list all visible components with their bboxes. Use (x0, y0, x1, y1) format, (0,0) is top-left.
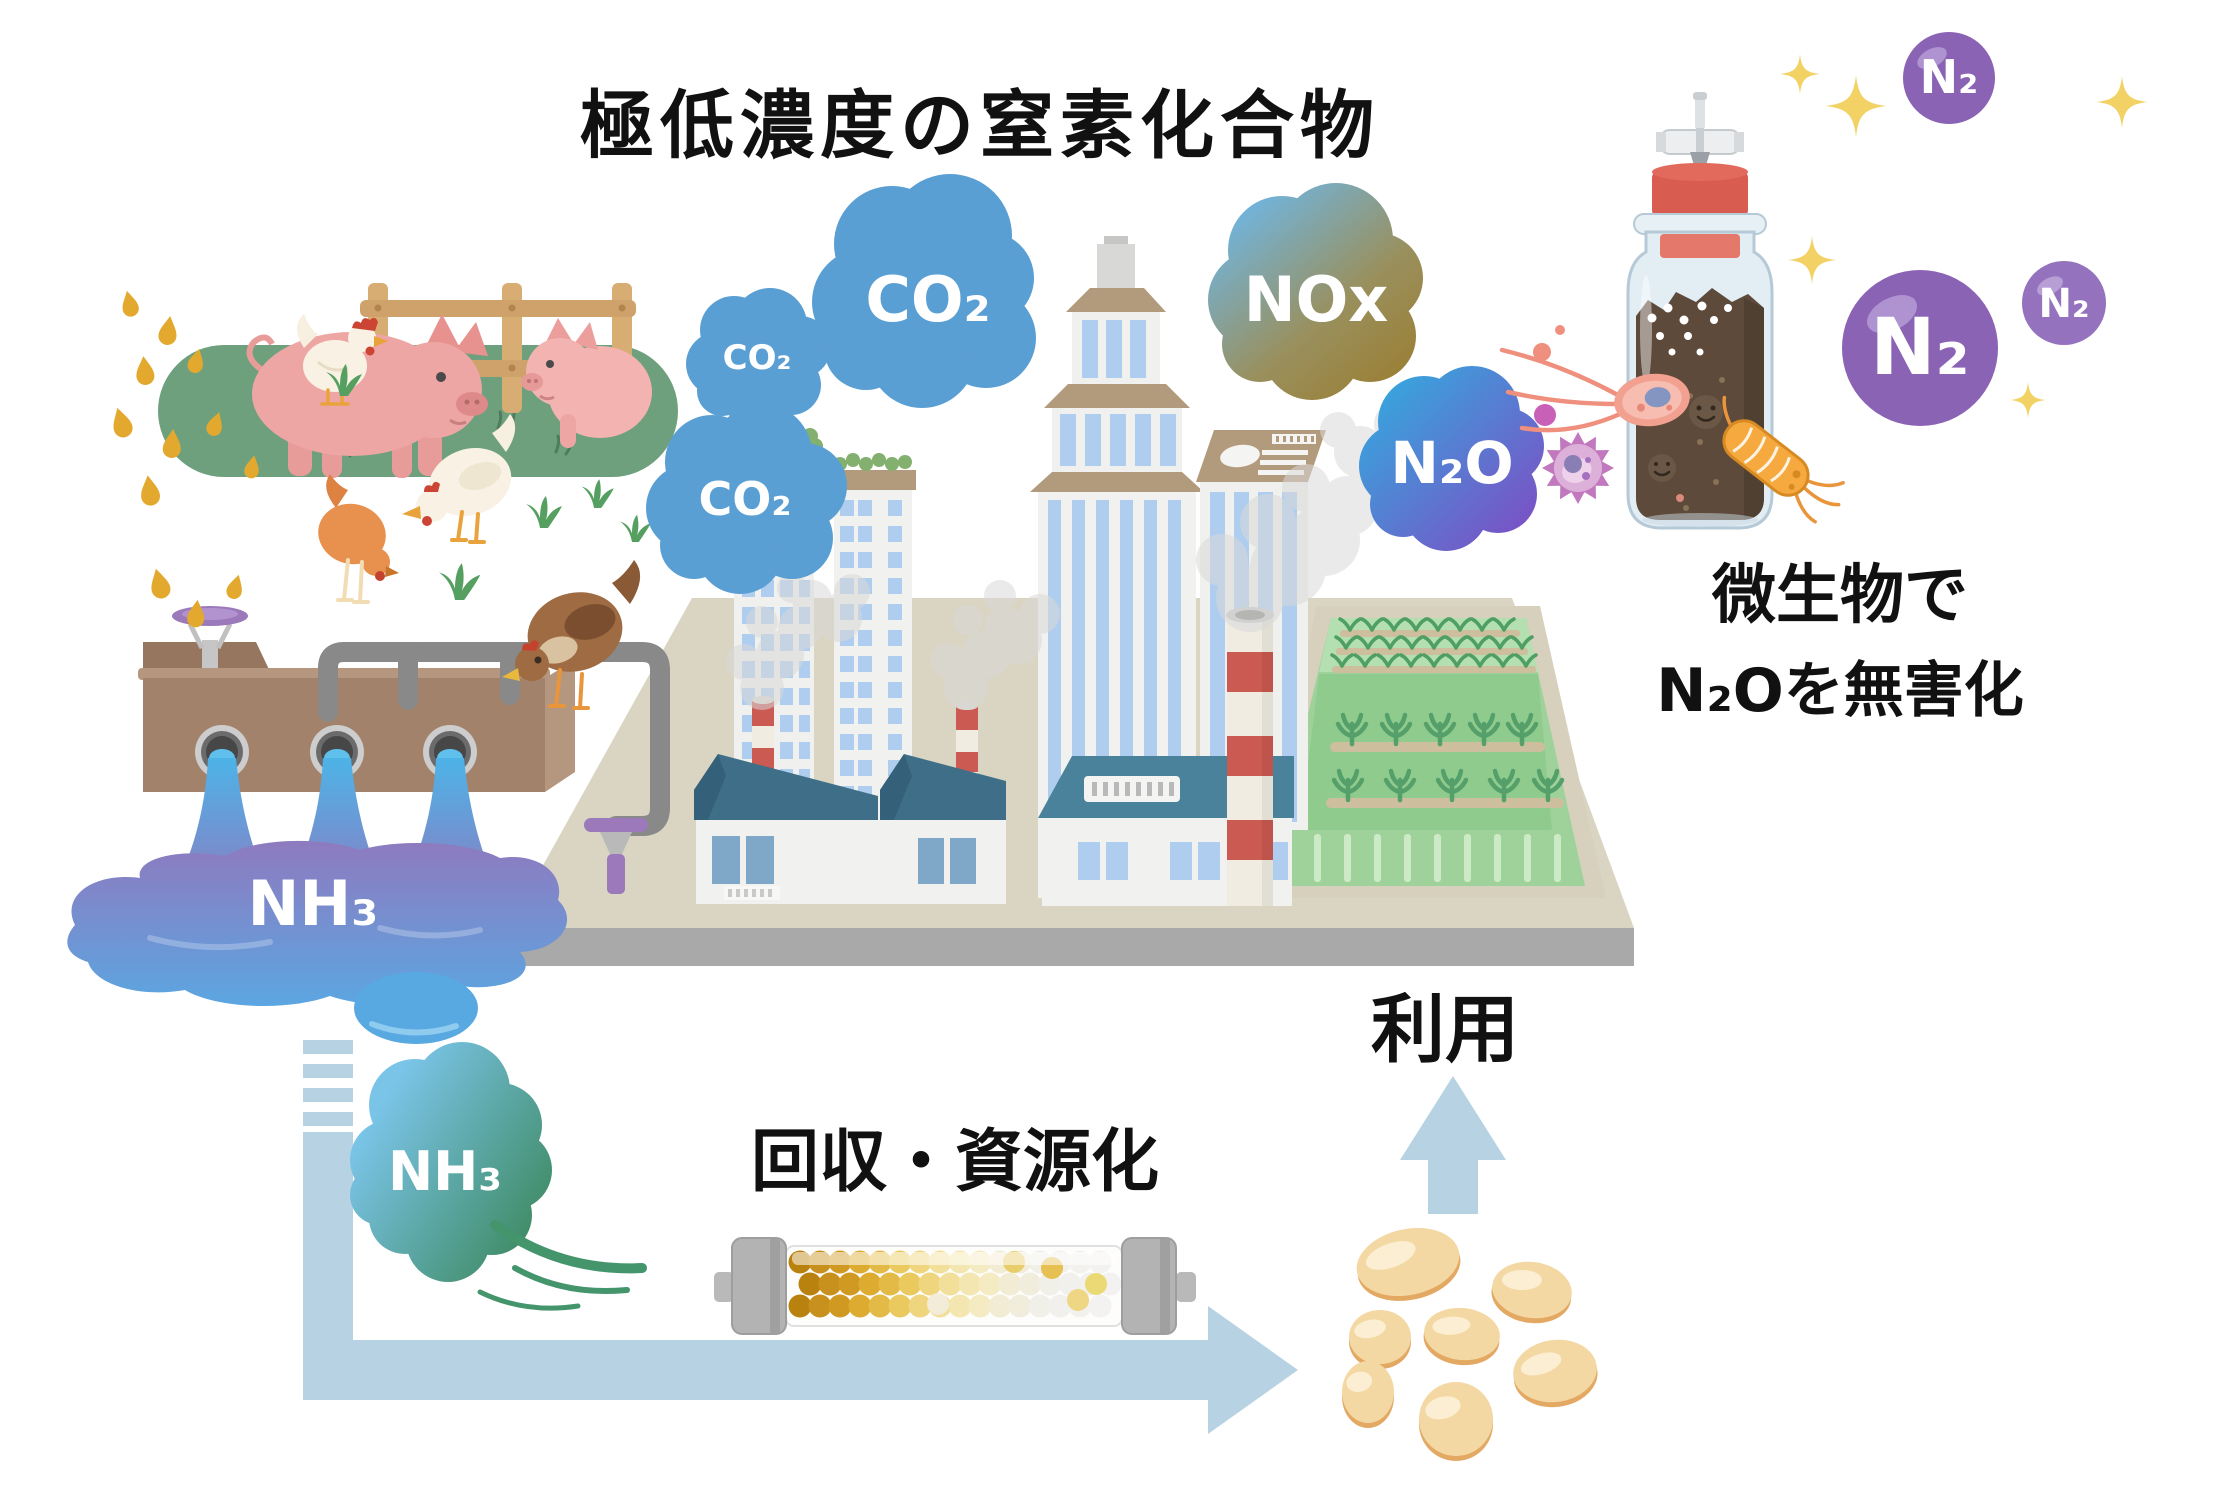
n2-side-label: N₂ (2038, 281, 2090, 327)
hen-orange (318, 474, 399, 604)
nh3-gas-cloud (350, 1042, 647, 1311)
microbe-caption-line1: 微生物で (1712, 559, 1968, 633)
bacterium-flagellate (1499, 325, 1690, 433)
co2-cloud-small (686, 288, 831, 426)
co2-cloud-large (812, 174, 1036, 408)
page-title: 極低濃度の窒素化合物 (580, 83, 1380, 169)
use-label: 利用 (1371, 987, 1519, 1073)
pig-large (246, 314, 488, 478)
co2-large-label: CO₂ (865, 263, 991, 336)
bacterium-spiky (1542, 432, 1614, 504)
microbe-dot (1534, 404, 1556, 426)
soil-sample (1636, 288, 1764, 520)
n2o-label: N₂O (1390, 429, 1514, 497)
striped-chimney (1226, 607, 1274, 906)
nh3-pool (67, 840, 568, 1007)
soybeans (1342, 1227, 1598, 1461)
farm-scene (108, 283, 678, 710)
nox-label: NOx (1243, 263, 1389, 336)
microbe-caption: 微生物で N₂Oを無害化 (1600, 544, 2080, 729)
up-arrow (1400, 1076, 1506, 1214)
flow-arrow-path (303, 1040, 1298, 1434)
microbe-caption-line2: N₂Oを無害化 (1656, 656, 2024, 726)
soil-microbe-smiley-2 (1648, 454, 1676, 482)
co2-small-label: CO₂ (722, 338, 792, 378)
hen-brown (502, 560, 641, 710)
pig-small (521, 318, 652, 448)
hen-white-pecking (402, 414, 516, 544)
hen-white-standing (297, 314, 388, 406)
crop-field (1248, 606, 1606, 898)
adsorption-column (714, 1237, 1196, 1335)
n2-molecule-large (1842, 270, 1998, 426)
nox-cloud (1208, 183, 1423, 400)
n2-molecule-top (1903, 32, 1995, 124)
nh3-pool-label: NH₃ (247, 867, 379, 940)
n2-top-label: N₂ (1919, 50, 1979, 104)
n2o-cloud (1359, 366, 1544, 551)
gas-pipe (318, 642, 670, 894)
co2-cloud-medium (646, 404, 847, 594)
n2-large-label: N₂ (1870, 303, 1970, 393)
wastewater-facility (67, 606, 575, 1044)
co2-medium-label: CO₂ (698, 472, 792, 526)
soil-microbe-smiley-1 (1689, 395, 1723, 429)
sawtooth-factory (694, 696, 1006, 904)
recovery-label: 回収・資源化 (750, 1123, 1159, 1202)
nh3-cloud-label: NH₃ (387, 1140, 503, 1203)
n2-molecule-side (2022, 261, 2106, 345)
bacterium-orange (1722, 395, 1845, 524)
